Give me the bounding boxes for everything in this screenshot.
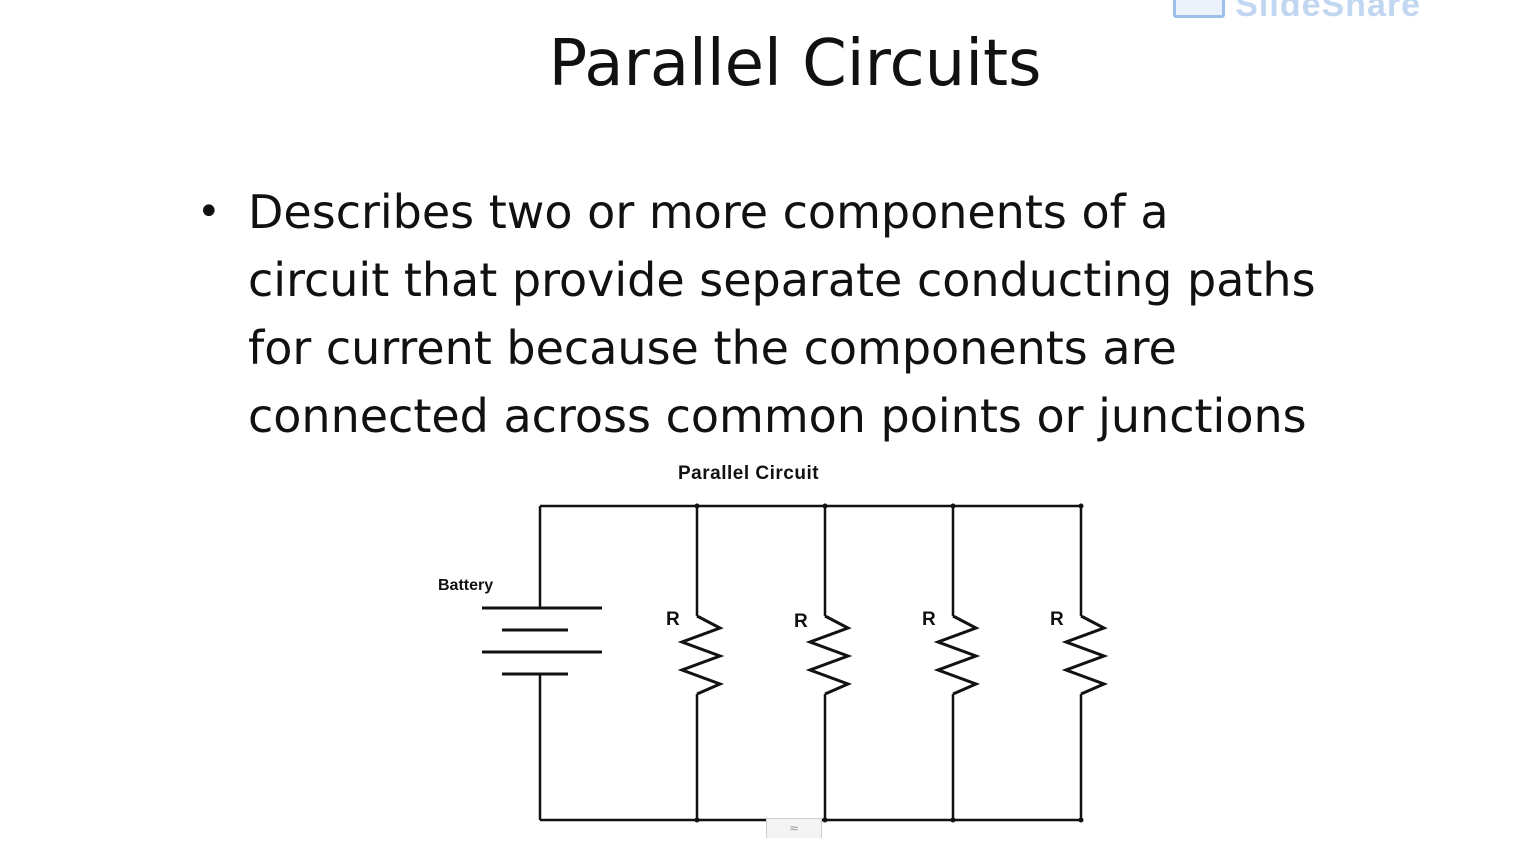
bullet-list: • Describes two or more components of a … [193,178,1453,450]
resistor-label: R [666,609,680,630]
parallel-circuit-diagram: Parallel Circuit Battery [438,463,1109,823]
resistor-1-icon [677,614,725,696]
circuit-wires [538,504,1083,822]
resistor-3-icon [933,614,981,696]
resistor-4-icon [1061,614,1109,696]
resistor-label: R [794,611,808,632]
bullet-dot-icon: • [197,189,221,235]
watermark-logo: SlideShare [1173,0,1421,25]
resistor-label: R [1050,609,1064,630]
scroll-up-icon: ≈ [788,821,800,835]
scroll-up-tab[interactable]: ≈ [766,818,822,838]
bullet-line: for current because the components are [248,321,1177,375]
battery-symbol-icon [482,606,602,676]
bullet-line: Describes two or more components of a [248,185,1169,239]
bullet-line: circuit that provide separate conducting… [248,253,1316,307]
battery-label: Battery [438,577,493,594]
slideshare-logo-icon [1173,0,1226,18]
resistors [677,614,1109,696]
slide-title: Parallel Circuits [548,27,1042,101]
resistor-label: R [922,609,936,630]
resistor-2-icon [805,614,853,696]
bullet-line: connected across common points or juncti… [248,389,1307,443]
watermark-text: SlideShare [1235,0,1421,24]
diagram-title: Parallel Circuit [678,463,819,484]
bullet-item: • Describes two or more components of a … [193,178,1453,450]
junction-dots [694,503,1084,823]
